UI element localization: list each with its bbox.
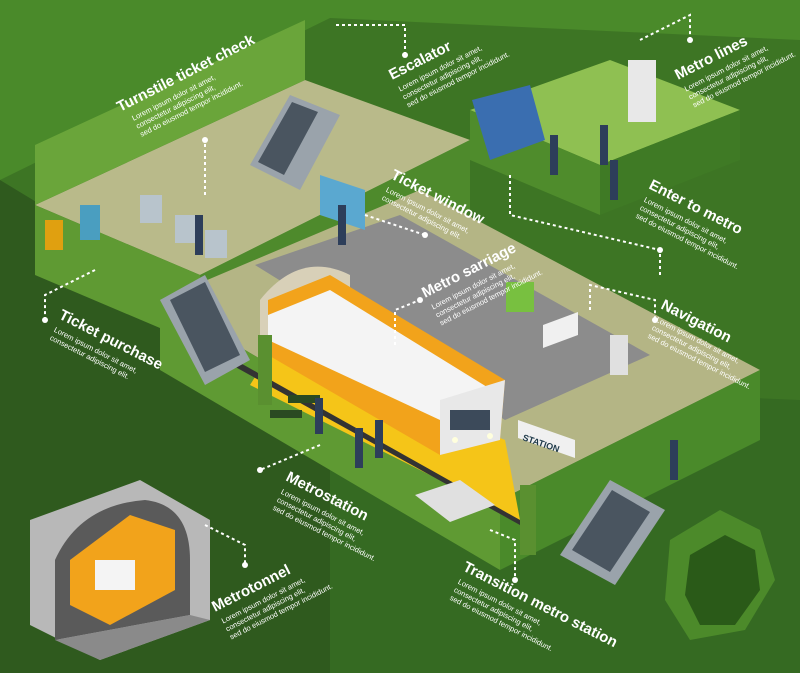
turnstile-1 bbox=[140, 195, 162, 223]
rail-track bbox=[255, 215, 650, 420]
ticket-hall-back-wall bbox=[35, 20, 305, 205]
atm-machine bbox=[80, 205, 100, 240]
line-metrostation bbox=[259, 444, 321, 471]
person-2 bbox=[355, 428, 363, 468]
line-ticket-window bbox=[364, 214, 426, 236]
navigation-board bbox=[610, 335, 628, 375]
ticket-hall-wall-left bbox=[35, 205, 200, 345]
person-4 bbox=[670, 440, 678, 480]
station-side-wall bbox=[500, 370, 760, 570]
escalator-top bbox=[250, 95, 340, 190]
turnstile-3 bbox=[205, 230, 227, 258]
line-metro-lines bbox=[639, 13, 691, 41]
stairs-well bbox=[415, 480, 495, 522]
entrance-wall-right bbox=[600, 110, 740, 215]
entrance-gate bbox=[472, 85, 545, 160]
metrotonnel-cutaway bbox=[30, 480, 210, 660]
metro-train bbox=[268, 275, 505, 455]
line-escalator bbox=[335, 24, 406, 55]
station-sign bbox=[518, 420, 575, 458]
bench-2 bbox=[288, 395, 320, 403]
person-1 bbox=[315, 398, 323, 434]
person-7 bbox=[610, 160, 618, 200]
line-enter bbox=[509, 175, 661, 275]
pillar-left bbox=[258, 335, 272, 405]
people bbox=[195, 125, 678, 480]
tunnel-ring bbox=[665, 510, 775, 640]
ticket-hall-floor bbox=[35, 80, 470, 275]
train-headlight-left bbox=[452, 437, 458, 443]
train-windshield bbox=[450, 410, 490, 430]
station-wall-poster bbox=[506, 282, 534, 312]
ticket-window bbox=[320, 175, 365, 230]
train-window-band bbox=[268, 290, 500, 420]
ticket-machine bbox=[45, 220, 63, 250]
person-6 bbox=[550, 135, 558, 175]
person-8 bbox=[195, 215, 203, 255]
person-5 bbox=[600, 125, 608, 165]
connector-lines bbox=[42, 13, 693, 583]
escalator-left bbox=[160, 275, 250, 385]
entrance-plaza bbox=[470, 60, 740, 165]
metro-lines-board bbox=[628, 60, 656, 122]
person-3 bbox=[375, 420, 383, 458]
turnstile-2 bbox=[175, 215, 197, 243]
bench-1 bbox=[270, 410, 302, 418]
line-ticket-purchase bbox=[44, 269, 96, 320]
line-navigation bbox=[589, 283, 656, 320]
pillar-right bbox=[520, 485, 536, 555]
navigation-sign bbox=[543, 312, 578, 348]
escalator-right bbox=[560, 480, 665, 585]
train-headlight-right bbox=[487, 433, 493, 439]
line-metrotonnel bbox=[204, 524, 246, 565]
platform-yellow-edge bbox=[250, 345, 520, 520]
person-9 bbox=[338, 205, 346, 245]
line-transition bbox=[489, 529, 516, 580]
